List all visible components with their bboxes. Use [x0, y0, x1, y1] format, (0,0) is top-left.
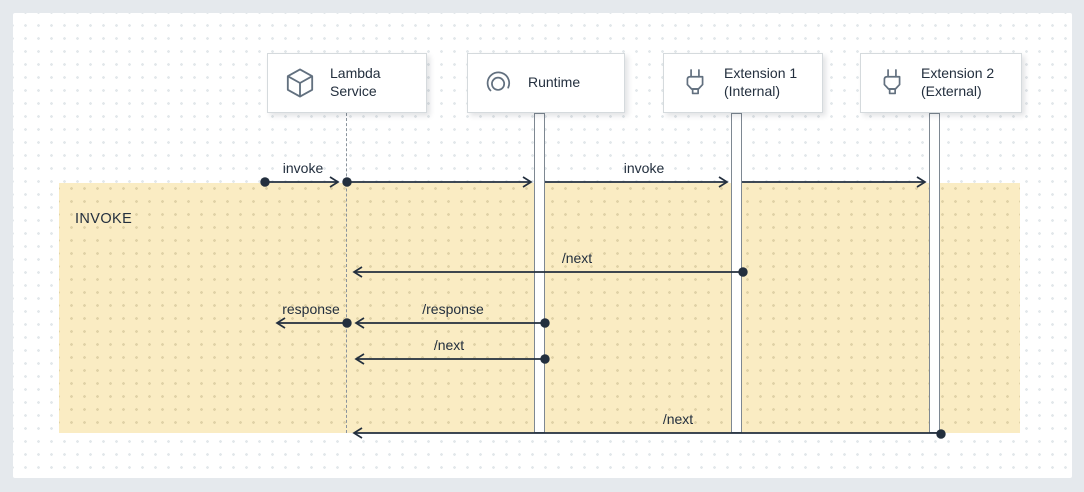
actor-label: Runtime [528, 74, 581, 91]
actor-extension-1: Extension 1 (Internal) [663, 53, 823, 113]
message-label-invoke-1: invoke [282, 160, 324, 176]
extension-2-activation-bar [929, 113, 940, 433]
message-label-next-ext2: /next [662, 411, 694, 427]
message-label-invoke-2: invoke [623, 160, 665, 176]
message-label-next-runtime: /next [433, 337, 465, 353]
actor-label: Extension 1 (Internal) [724, 65, 798, 99]
extension-1-activation-bar [731, 113, 742, 433]
plug-icon [679, 66, 711, 100]
actor-runtime: Runtime [467, 53, 625, 113]
runtime-icon [483, 67, 515, 99]
actor-extension-2: Extension 2 (External) [860, 53, 1022, 113]
message-label-response-runtime: /response [422, 301, 484, 317]
actor-label: Lambda Service [330, 65, 381, 99]
actor-label: Extension 2 (External) [921, 65, 995, 99]
plug-icon [876, 66, 908, 100]
message-label-next-ext1: /next [561, 250, 593, 266]
diagram-card: INVOKE [13, 13, 1072, 478]
runtime-activation-bar [534, 113, 545, 433]
message-label-response-out: response [282, 301, 340, 317]
lambda-service-lifeline [346, 113, 347, 433]
phase-label: INVOKE [75, 211, 133, 227]
lambda-cube-icon [283, 66, 317, 100]
actor-lambda-service: Lambda Service [267, 53, 427, 113]
